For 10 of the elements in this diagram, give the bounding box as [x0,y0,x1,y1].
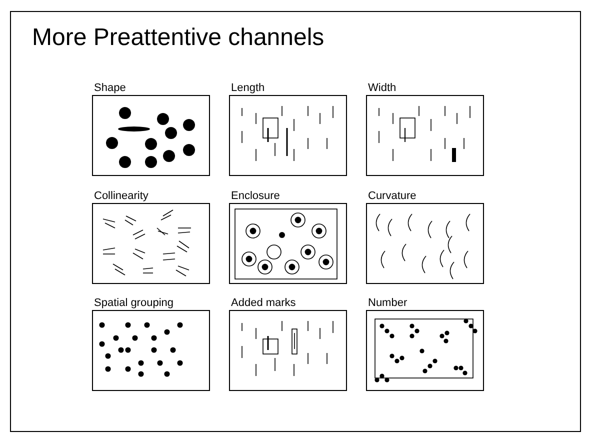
panel-label: Length [231,82,265,95]
panel-label: Number [368,297,408,310]
slide-title: More Preattentive channels [32,24,324,52]
panel-label: Curvature [368,190,416,203]
panel-label: Collinearity [94,190,148,203]
panel-label: Spatial grouping [94,297,174,310]
panel-label: Enclosure [231,190,280,203]
panel-label: Width [368,82,396,95]
panel-label: Shape [94,82,126,95]
panel-label: Added marks [231,297,296,310]
